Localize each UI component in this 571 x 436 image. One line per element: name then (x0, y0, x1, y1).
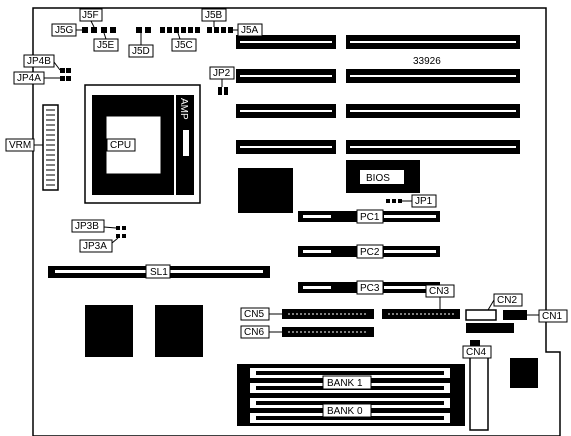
rear-io-port (510, 358, 538, 388)
chipset-chip-2 (85, 305, 133, 357)
cn2b-connector (466, 323, 514, 333)
jp2-jumper (218, 87, 228, 95)
label-pc1: PC1 (360, 212, 380, 223)
label-jp4b: JP4B (27, 56, 51, 67)
vrm-pins (46, 109, 55, 186)
cn1-connector (503, 310, 527, 320)
label-j5g: J5G (55, 25, 74, 36)
cn2-connector (465, 309, 497, 321)
label-jp4a: JP4A (17, 73, 41, 84)
bank-side-connector (469, 351, 489, 431)
label-cn5: CN5 (244, 309, 264, 320)
label-jp2: JP2 (213, 68, 231, 79)
label-j5b: J5B (205, 10, 223, 21)
label-cn3: CN3 (429, 286, 449, 297)
connector-pin-marks (288, 313, 454, 333)
label-jp1: JP1 (415, 196, 433, 207)
label-bank0: BANK 0 (327, 406, 363, 417)
label-j5f: J5F (82, 10, 99, 21)
bios-chip (360, 170, 404, 184)
label-cpu: CPU (110, 140, 131, 151)
jp3-jumpers (116, 226, 126, 238)
label-j5c: J5C (175, 40, 193, 51)
label-sl1: SL1 (150, 267, 168, 278)
label-cn4: CN4 (466, 347, 486, 358)
label-bank1: BANK 1 (327, 378, 363, 389)
label-vrm: VRM (9, 140, 31, 151)
top-jumper-row (82, 27, 233, 33)
label-pc3: PC3 (360, 283, 380, 294)
vrm-connector (42, 104, 59, 191)
label-cn1: CN1 (542, 311, 562, 322)
jp1-jumper (386, 199, 402, 203)
cn4-connector (470, 340, 480, 350)
label-jp3a: JP3A (83, 241, 107, 252)
label-pc2: PC2 (360, 247, 380, 258)
label-cn6: CN6 (244, 327, 264, 338)
label-cn2: CN2 (497, 295, 517, 306)
label-j5e: J5E (97, 40, 115, 51)
board-id: 33926 (413, 56, 441, 67)
label-jp3b: JP3B (75, 221, 99, 232)
cpu-lever-handle (183, 130, 189, 156)
chipset-chip-3 (155, 305, 203, 357)
label-bios: BIOS (366, 173, 390, 184)
label-j5a: J5A (241, 25, 259, 36)
isa-slot-slits (240, 41, 516, 148)
label-amp: AMP (178, 98, 189, 120)
jp4-jumpers (60, 68, 71, 81)
chipset-chip-1 (238, 168, 293, 213)
label-j5d: J5D (132, 46, 150, 57)
